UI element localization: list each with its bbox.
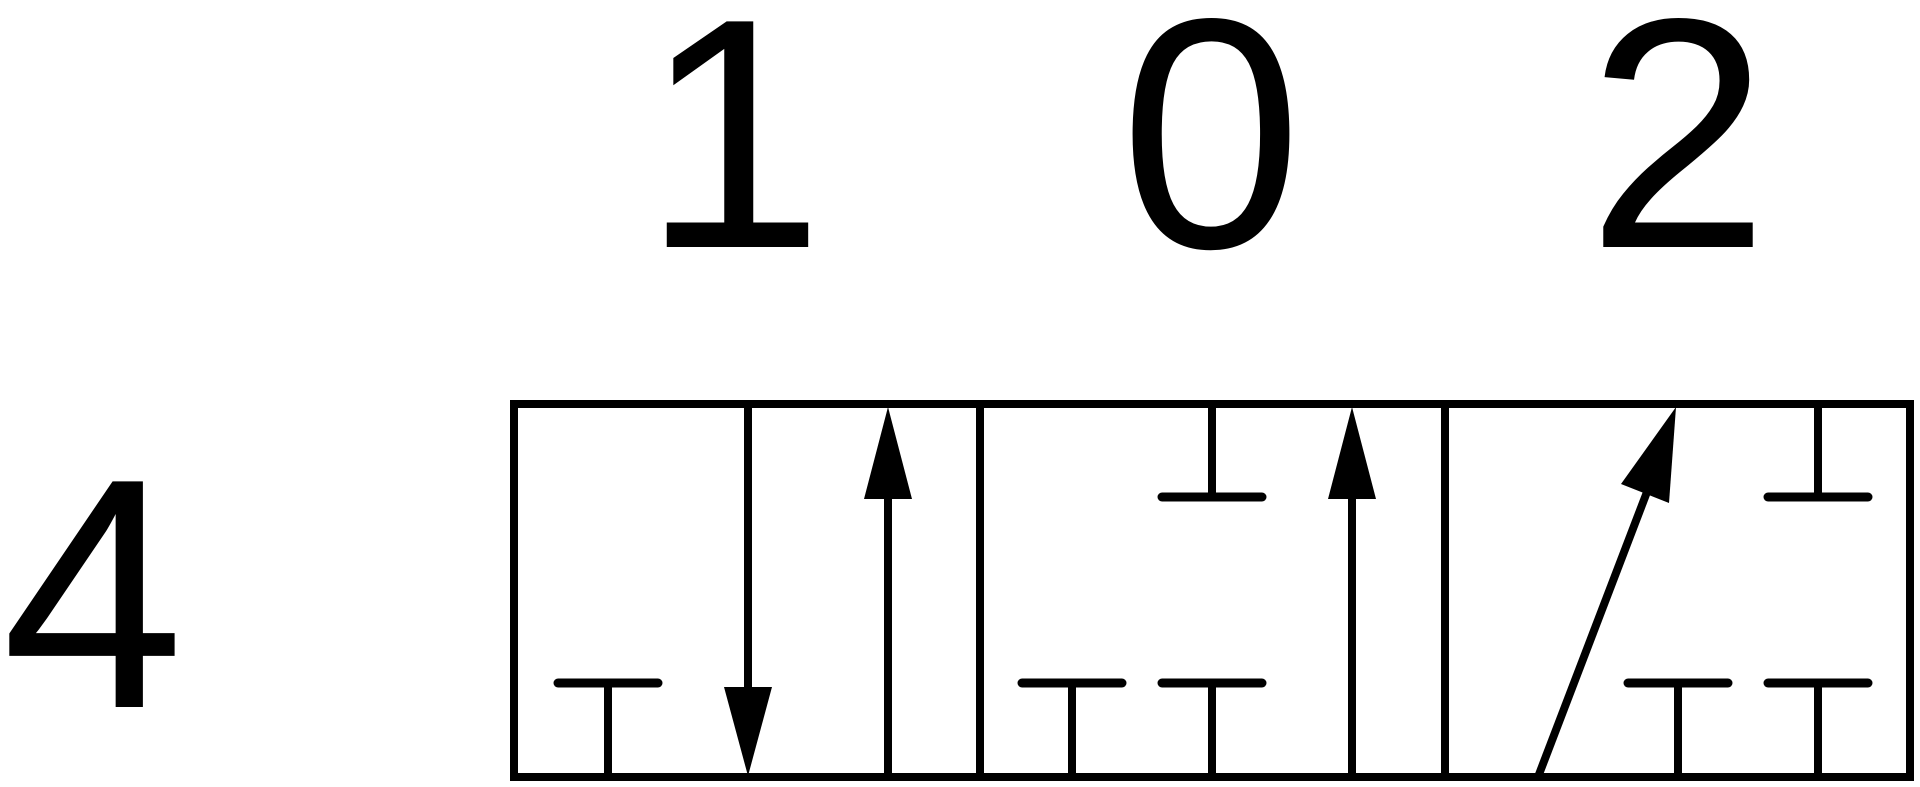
position-label-2: 2 (1587, 0, 1769, 317)
position-label-1: 1 (642, 0, 824, 317)
arrowhead-up (864, 407, 912, 499)
flow-arrow-diagonal-icon (1534, 407, 1676, 779)
blocked-port-bottom-left-icon (1017, 678, 1127, 777)
flow-arrow-up-icon (864, 407, 912, 777)
arrowhead-up (1328, 407, 1376, 499)
blocked-port-bottom-left-icon (553, 678, 663, 777)
arrowhead-down (724, 687, 772, 776)
flow-arrow-up-icon (1328, 407, 1376, 777)
position-label-0: 0 (1120, 0, 1302, 317)
position-2-symbols (1534, 404, 1873, 779)
left-step-label: 4 (2, 410, 184, 777)
blocked-port-top-right-icon (1763, 404, 1873, 502)
flow-arrow-down-icon (724, 404, 772, 776)
position-1-symbols (553, 404, 912, 777)
blocked-port-bottom-center-icon (1157, 678, 1267, 777)
blocked-port-bottom-center-icon (1623, 678, 1733, 777)
blocked-port-top-center-icon (1157, 404, 1267, 502)
position-0-symbols (1017, 404, 1376, 777)
blocked-port-bottom-right-icon (1763, 678, 1873, 777)
arrowhead-up-right (1621, 407, 1676, 503)
flow-line (1534, 490, 1651, 779)
